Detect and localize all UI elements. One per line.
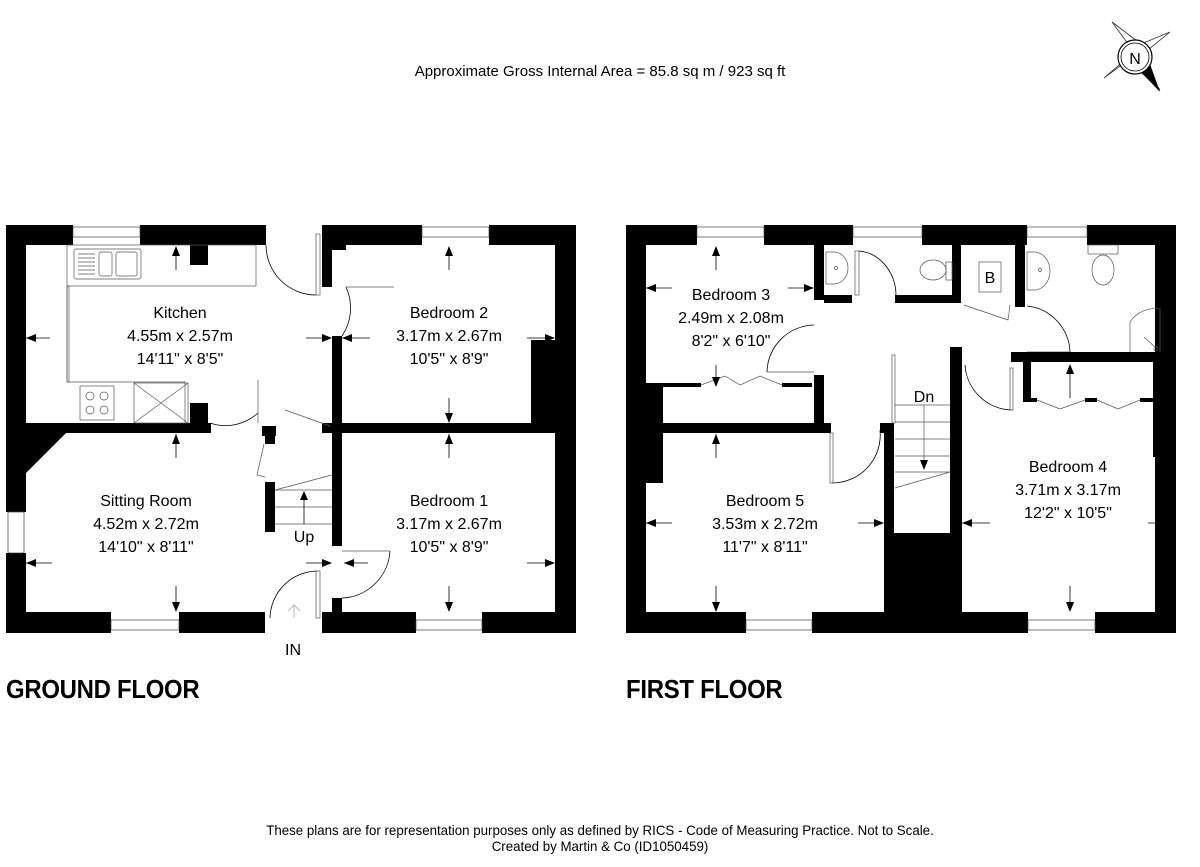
compass-north-label: N xyxy=(1129,51,1141,68)
room-metric: 3.17m x 2.67m xyxy=(396,516,502,533)
room-metric: 3.71m x 3.17m xyxy=(1015,482,1121,499)
stairs-up-label: Up xyxy=(294,529,315,546)
credit-text: Created by Martin & Co (ID1050459) xyxy=(491,838,709,854)
room-imperial: 8'2" x 6'10" xyxy=(692,333,771,350)
room-name: Bedroom 3 xyxy=(692,287,770,304)
first-floor-plan: B Dn xyxy=(626,225,1176,633)
room-imperial: 10'5" x 8'9" xyxy=(410,351,489,368)
room-name: Bedroom 1 xyxy=(410,493,488,510)
room-metric: 4.55m x 2.57m xyxy=(127,328,233,345)
room-metric: 2.49m x 2.08m xyxy=(678,310,784,327)
room-name: Bedroom 5 xyxy=(726,493,804,510)
room-bedroom-5: Bedroom 5 3.53m x 2.72m 11'7" x 8'11" xyxy=(712,493,818,556)
room-metric: 3.17m x 2.67m xyxy=(396,328,502,345)
room-name: Bedroom 4 xyxy=(1029,459,1107,476)
room-metric: 3.53m x 2.72m xyxy=(712,516,818,533)
room-bedroom-3: Bedroom 3 2.49m x 2.08m 8'2" x 6'10" xyxy=(678,287,784,350)
ground-floor-plan: Up IN Kitchen 4.55m x xyxy=(6,225,576,659)
room-imperial: 10'5" x 8'9" xyxy=(410,539,489,556)
compass-icon: N xyxy=(1103,21,1171,92)
first-floor-title: FIRST FLOOR xyxy=(626,674,783,704)
room-imperial: 14'11" x 8'5" xyxy=(137,351,224,368)
room-sitting-room: Sitting Room 4.52m x 2.72m 14'10" x 8'11… xyxy=(93,493,199,556)
entrance-label: IN xyxy=(285,642,301,659)
room-imperial: 12'2" x 10'5" xyxy=(1024,505,1112,522)
room-name: Kitchen xyxy=(153,305,206,322)
gross-internal-area: Approximate Gross Internal Area = 85.8 s… xyxy=(414,63,786,80)
disclaimer-text: These plans are for representation purpo… xyxy=(266,822,934,838)
room-bedroom-4: Bedroom 4 3.71m x 3.17m 12'2" x 10'5" xyxy=(1015,459,1121,522)
room-kitchen: Kitchen 4.55m x 2.57m 14'11" x 8'5" xyxy=(127,305,233,368)
room-metric: 4.52m x 2.72m xyxy=(93,516,199,533)
room-name: Bedroom 2 xyxy=(410,305,488,322)
room-imperial: 11'7" x 8'11" xyxy=(722,539,807,556)
stairs-down-label: Dn xyxy=(914,389,934,406)
boiler-label: B xyxy=(985,270,996,287)
room-bedroom-1: Bedroom 1 3.17m x 2.67m 10'5" x 8'9" xyxy=(396,493,502,556)
room-imperial: 14'10" x 8'11" xyxy=(98,539,193,556)
room-name: Sitting Room xyxy=(100,493,192,510)
room-bedroom-2: Bedroom 2 3.17m x 2.67m 10'5" x 8'9" xyxy=(396,305,502,368)
ground-floor-title: GROUND FLOOR xyxy=(6,674,200,704)
